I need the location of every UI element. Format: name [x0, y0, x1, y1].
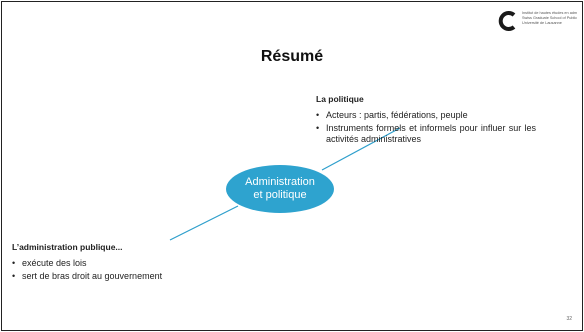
- list-item: exécute des lois: [12, 258, 272, 269]
- center-node-line1: Administration: [245, 176, 315, 188]
- politique-heading: La politique: [316, 94, 364, 104]
- logo-text: Institut de hautes études en administrat…: [522, 11, 577, 26]
- administration-block: L’administration publique... exécute des…: [12, 242, 272, 284]
- slide-title: Résumé: [260, 48, 324, 65]
- center-node: Administration et politique: [226, 165, 334, 213]
- center-node-line2: et politique: [253, 189, 307, 201]
- page-number: 32: [566, 316, 572, 322]
- institution-logo: Institut de hautes études en administrat…: [497, 10, 577, 32]
- politique-block: La politique Acteurs : partis, fédératio…: [316, 94, 536, 147]
- list-item: sert de bras droit au gouvernement: [12, 271, 272, 282]
- list-item: Acteurs : partis, fédérations, peuple: [316, 110, 536, 121]
- politique-list: Acteurs : partis, fédérations, peuple In…: [316, 110, 536, 145]
- logo-line: Université de Lausanne: [522, 21, 562, 25]
- logo-line: Swiss Graduate School of Public Administ…: [522, 16, 577, 20]
- list-item: Instruments formels et informels pour in…: [316, 123, 536, 145]
- logo-line: Institut de hautes études en administrat…: [522, 11, 577, 15]
- logo-ring-icon: [498, 11, 516, 31]
- administration-heading: L’administration publique...: [12, 242, 123, 252]
- administration-list: exécute des lois sert de bras droit au g…: [12, 258, 272, 282]
